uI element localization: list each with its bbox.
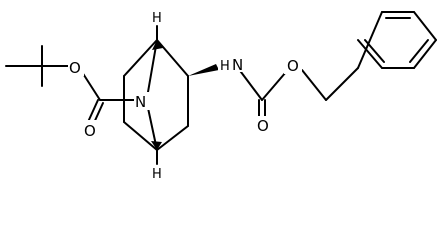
bond-oxygen-to-carbonyl bbox=[81, 71, 101, 101]
molecule-structure: O O N H N O O H H bbox=[5, 11, 437, 182]
atom-amide-nitrogen: N bbox=[232, 56, 243, 74]
wedge-bond-to-amide bbox=[188, 64, 219, 76]
bond-ring-1 bbox=[357, 11, 383, 69]
bond-amide-to-carbonyl bbox=[237, 67, 263, 101]
bond-carbonyl-double-a bbox=[87, 99, 99, 123]
bond-cage-bottom-left bbox=[123, 121, 158, 151]
structure-canvas: O O N H N O O H H bbox=[5, 11, 437, 182]
bond-ring-3 bbox=[413, 11, 437, 41]
atom-carbonyl-oxygen-left: O bbox=[84, 122, 96, 140]
atom-ester-oxygen: O bbox=[69, 59, 81, 77]
bond-cage-top-right bbox=[156, 39, 189, 77]
atom-top-bridgehead-hydrogen: H bbox=[152, 11, 162, 26]
bond-ring-4 bbox=[413, 39, 437, 69]
bond-cage-bottom-right bbox=[156, 125, 189, 151]
bond-carbonyl-to-oxygen bbox=[261, 71, 287, 101]
atom-bridge-nitrogen: N bbox=[135, 93, 146, 111]
bond-ring-inner-2 bbox=[409, 39, 429, 63]
atom-carbamate-oxygen: O bbox=[287, 57, 299, 75]
wedge-bond-top bbox=[152, 40, 163, 50]
atom-bottom-bridgehead-hydrogen: H bbox=[152, 167, 162, 182]
bond-ch2-to-phenyl bbox=[325, 67, 359, 101]
atom-amide-hydrogen: H bbox=[220, 59, 230, 74]
bond-oxygen-to-ch2 bbox=[301, 69, 327, 101]
wedge-bond-bottom bbox=[151, 141, 162, 150]
bond-cage-top-left bbox=[123, 39, 158, 77]
bond-ring-inner-3 bbox=[364, 39, 385, 63]
bond-ring-6 bbox=[357, 39, 383, 69]
atom-carbonyl-oxygen-right: O bbox=[257, 117, 269, 135]
